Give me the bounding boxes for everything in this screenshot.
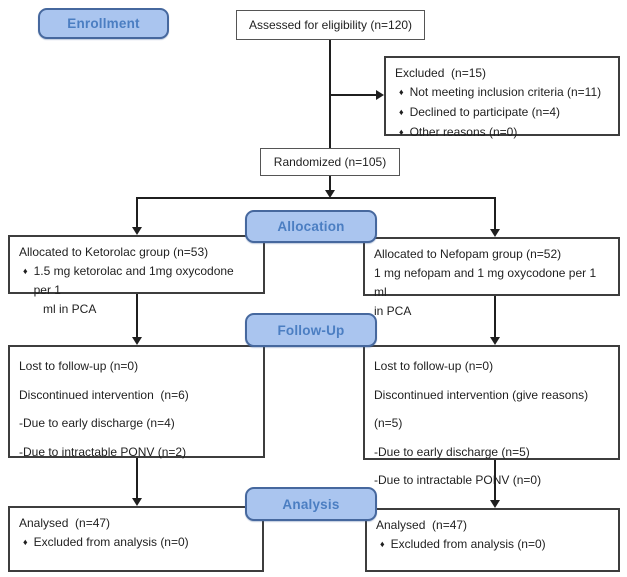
analysis-ketorolac-bullet-text: Excluded from analysis (n=0) (33, 535, 189, 549)
analysis-nefopam-bullet-row: ♦ Excluded from analysis (n=0) (376, 535, 609, 555)
followup-nefopam-line: -Due to intractable PONV (n=0) (374, 473, 542, 487)
connector-split-to-alloc-left (136, 197, 138, 228)
allocation-nefopam-title: Allocated to Nefopam group (n=52) (374, 247, 562, 261)
followup-nefopam-line: -Due to early discharge (n=5) (374, 444, 530, 459)
followup-ketorolac-line: -Due to intractable PONV (n=2) (19, 444, 187, 459)
followup-nefopam-line: Lost to follow-up (n=0) (374, 359, 494, 373)
arrowhead-alloc-right-icon (490, 229, 500, 237)
excluded-item-text: Other reasons (n=0) (409, 125, 518, 139)
excluded-item: ♦ Not meeting inclusion criteria (n=11) (395, 83, 609, 103)
analysis-nefopam-bullet-text: Excluded from analysis (n=0) (390, 537, 546, 551)
assessed-eligibility-text: Assessed for eligibility (n=120) (248, 18, 413, 32)
stage-label-allocation-text: Allocation (277, 219, 345, 234)
excluded-item: ♦ Other reasons (n=0) (395, 123, 609, 143)
arrowhead-excluded-icon (376, 90, 384, 100)
arrowhead-analysis-left-icon (132, 498, 142, 506)
randomized-text: Randomized (n=105) (273, 155, 387, 169)
connector-randomized-to-split (329, 176, 331, 191)
allocation-nefopam-box: Allocated to Nefopam group (n=52) 1 mg n… (363, 237, 620, 318)
arrowhead-alloc-left-icon (132, 227, 142, 235)
diamond-bullet-icon: ♦ (23, 266, 28, 276)
excluded-item-text: Declined to participate (n=4) (409, 105, 561, 119)
excluded-title: Excluded (n=15) (395, 66, 487, 80)
excluded-item: ♦ Declined to participate (n=4) (395, 103, 609, 123)
followup-ketorolac-line: Discontinued intervention (n=6) (19, 387, 189, 402)
allocation-nefopam-line3: in PCA (374, 304, 412, 318)
allocation-ketorolac-title: Allocated to Ketorolac group (n=53) (19, 245, 209, 259)
diamond-bullet-icon: ♦ (399, 87, 404, 97)
allocation-ketorolac-box: Allocated to Ketorolac group (n=53) ♦ 1.… (8, 235, 265, 316)
followup-ketorolac-box: Lost to follow-up (n=0) Discontinued int… (8, 345, 265, 459)
connector-split-to-alloc-right (494, 197, 496, 229)
excluded-box: Excluded (n=15) ♦ Not meeting inclusion … (384, 56, 620, 139)
connector-followup-to-analysis-right (494, 460, 496, 500)
followup-nefopam-box: Lost to follow-up (n=0) Discontinued int… (363, 345, 620, 487)
analysis-nefopam-title: Analysed (n=47) (376, 518, 468, 532)
stage-label-enrollment-text: Enrollment (67, 16, 140, 31)
stage-label-followup: Follow-Up (245, 313, 377, 347)
stage-label-enrollment: Enrollment (38, 8, 169, 39)
analysis-ketorolac-title: Analysed (n=47) (19, 516, 111, 530)
connector-alloc-to-followup-right (494, 296, 496, 337)
analysis-nefopam-box: Analysed (n=47) ♦ Excluded from analysis… (365, 508, 620, 572)
connector-followup-to-analysis-left (136, 458, 138, 498)
followup-nefopam-line: Discontinued intervention (give reasons)… (374, 387, 592, 431)
followup-ketorolac-line: -Due to early discharge (n=4) (19, 416, 175, 430)
analysis-ketorolac-box: Analysed (n=47) ♦ Excluded from analysis… (8, 506, 264, 572)
arrowhead-split-icon (325, 190, 335, 198)
allocation-ketorolac-bullet-continuation: ml in PCA (43, 302, 97, 316)
diamond-bullet-icon: ♦ (399, 127, 404, 137)
stage-label-analysis: Analysis (245, 487, 377, 521)
arrowhead-followup-right-icon (490, 337, 500, 345)
allocation-nefopam-line2: 1 mg nefopam and 1 mg oxycodone per 1 ml (374, 266, 600, 299)
allocation-ketorolac-bullet-text: 1.5 mg ketorolac and 1mg oxycodone per 1 (33, 264, 238, 297)
arrowhead-followup-left-icon (132, 337, 142, 345)
stage-label-followup-text: Follow-Up (277, 322, 345, 338)
connector-split-horizontal (136, 197, 496, 199)
stage-label-allocation: Allocation (245, 210, 377, 243)
stage-label-analysis-text: Analysis (282, 496, 340, 512)
diamond-bullet-icon: ♦ (23, 537, 28, 547)
connector-alloc-to-followup-left (136, 294, 138, 337)
followup-ketorolac-line: Lost to follow-up (n=0) (19, 359, 139, 373)
allocation-ketorolac-bullet-row: ♦ 1.5 mg ketorolac and 1mg oxycodone per… (19, 262, 254, 300)
assessed-eligibility-box: Assessed for eligibility (n=120) (236, 10, 425, 40)
diamond-bullet-icon: ♦ (399, 107, 404, 117)
diamond-bullet-icon: ♦ (380, 539, 385, 549)
connector-to-excluded (330, 94, 377, 96)
analysis-ketorolac-bullet-row: ♦ Excluded from analysis (n=0) (19, 533, 253, 553)
arrowhead-analysis-right-icon (490, 500, 500, 508)
excluded-item-text: Not meeting inclusion criteria (n=11) (409, 85, 602, 99)
randomized-box: Randomized (n=105) (260, 148, 400, 176)
